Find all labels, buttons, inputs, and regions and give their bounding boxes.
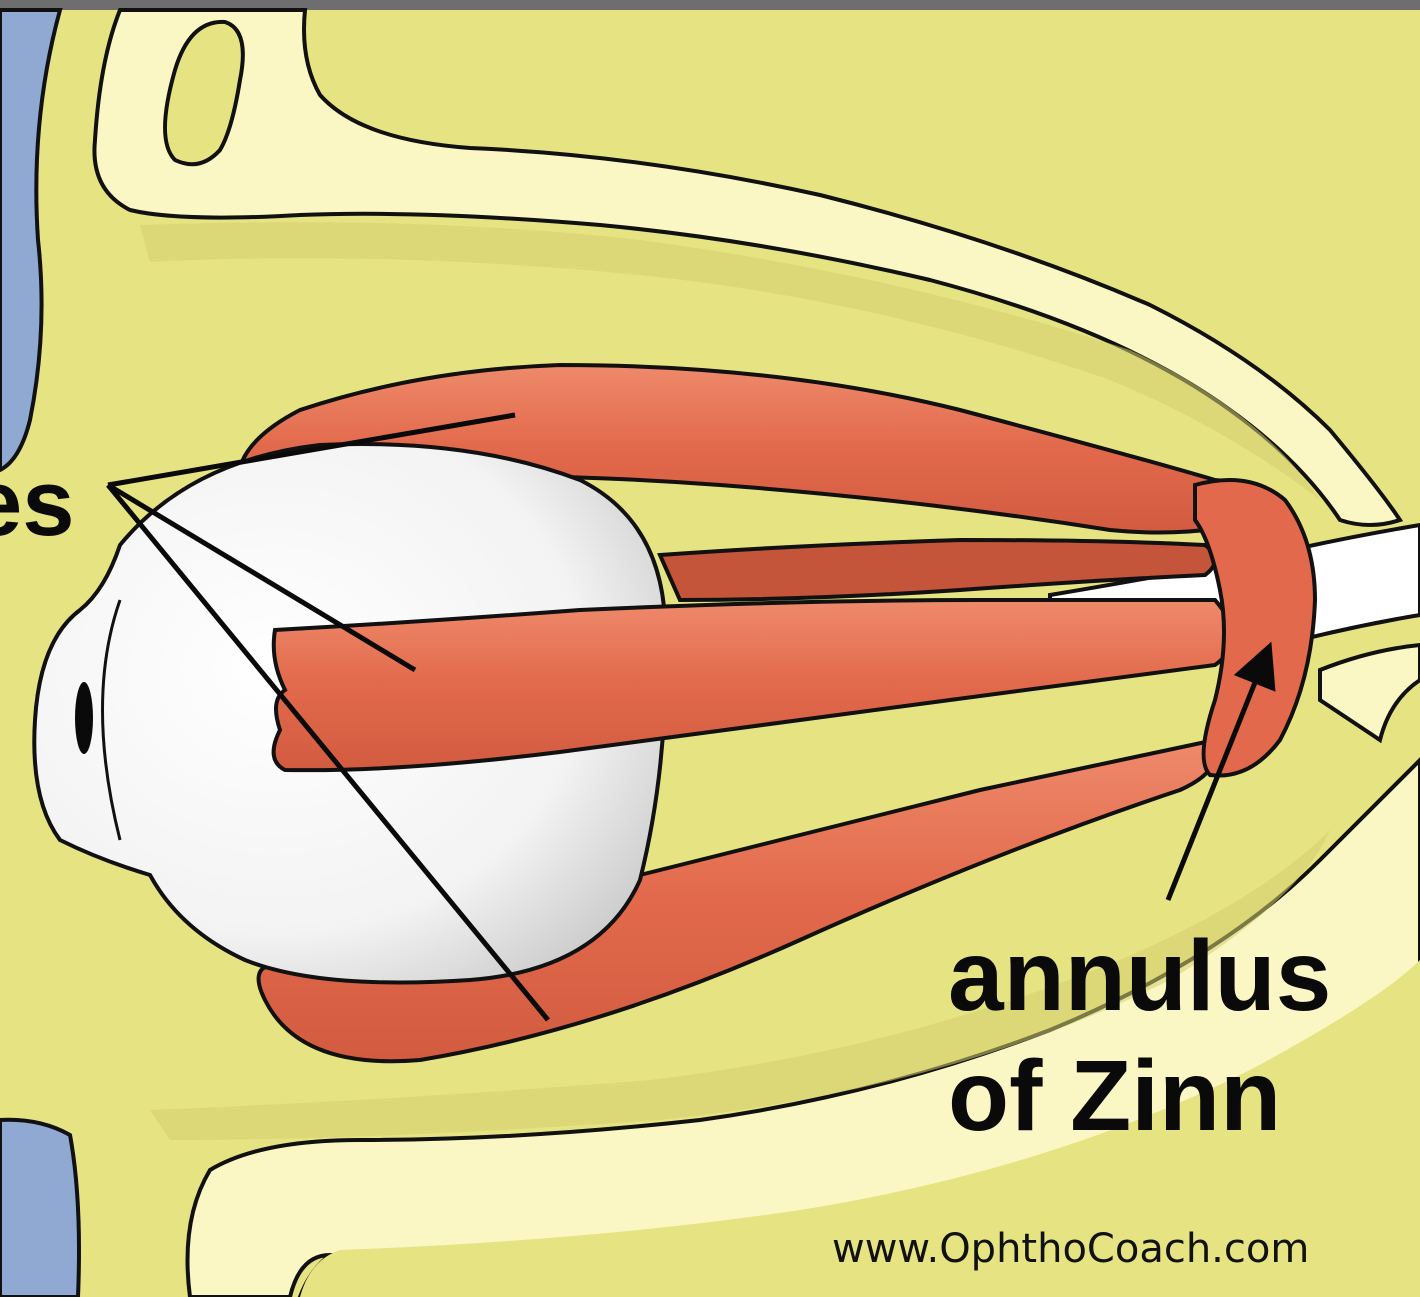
cropped-muscles-label: es [0, 450, 75, 555]
annulus-label-line2: of Zinn [948, 1040, 1281, 1152]
annulus-label-line1: annulus [948, 920, 1331, 1032]
ophthocoach-credit: www.OphthoCoach.com [832, 1226, 1309, 1272]
pupil [75, 682, 93, 754]
ethmoid-sinus-lower [0, 1120, 79, 1297]
